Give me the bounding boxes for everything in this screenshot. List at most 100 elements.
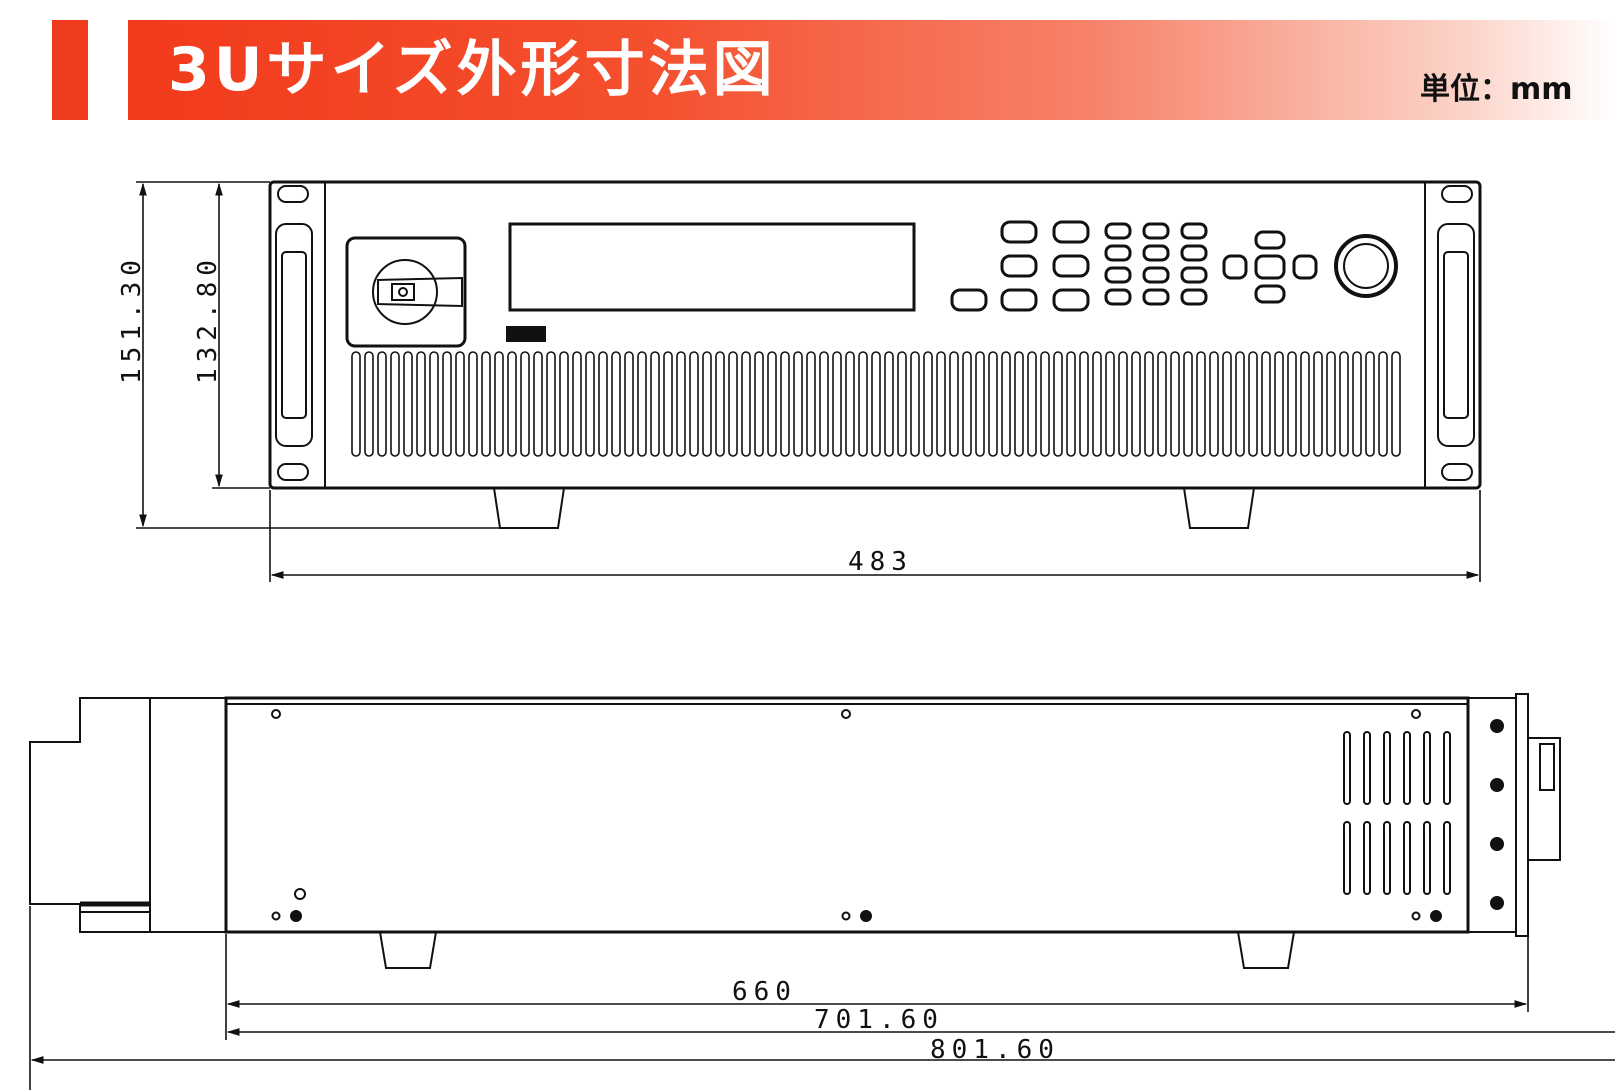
side-vent-slot: [1403, 821, 1411, 895]
side-vent-slot: [1443, 731, 1451, 805]
page-title: 3Uサイズ外形寸法図: [168, 35, 777, 105]
dim-width: 483: [848, 547, 913, 577]
vent-slot: [1066, 351, 1076, 457]
side-vent-slot: [1423, 821, 1431, 895]
vent-slot: [481, 351, 491, 457]
vent-slot: [520, 351, 530, 457]
dim-length-body: 660: [732, 977, 797, 1007]
side-foot-front: [379, 931, 437, 969]
left-rack-ear: [275, 185, 313, 481]
vent-slot: [715, 351, 725, 457]
vent-slot: [1313, 351, 1323, 457]
front-view: [268, 180, 1482, 529]
vent-slot: [1014, 351, 1024, 457]
vent-slot: [403, 351, 413, 457]
side-dimensions: [29, 906, 1615, 1090]
vent-slot: [936, 351, 946, 457]
vent-slot: [598, 351, 608, 457]
vent-slot: [546, 351, 556, 457]
side-vent-slot: [1423, 731, 1431, 805]
vent-slot: [1118, 351, 1128, 457]
vent-slot: [923, 351, 933, 457]
usb-port-icon: [506, 326, 546, 342]
vent-slot: [806, 351, 816, 457]
vent-slot: [1339, 351, 1349, 457]
vent-slot: [728, 351, 738, 457]
side-foot-rear: [1237, 931, 1295, 969]
vent-slot: [624, 351, 634, 457]
front-dimensions: [136, 181, 1481, 582]
vent-slot: [884, 351, 894, 457]
side-vent-slot: [1363, 731, 1371, 805]
side-body-outline: [224, 696, 1470, 934]
vent-slot: [663, 351, 673, 457]
dim-height-outer: 151.30: [117, 254, 147, 384]
vent-slot: [1274, 351, 1284, 457]
vent-slot: [1378, 351, 1388, 457]
vent-slot: [1105, 351, 1115, 457]
vent-slot: [572, 351, 582, 457]
vent-slot: [1300, 351, 1310, 457]
vent-slot: [858, 351, 868, 457]
side-front-block: [149, 697, 227, 933]
dim-height-inner: 132.80: [193, 254, 223, 384]
side-vent-slot: [1403, 731, 1411, 805]
vent-slot: [650, 351, 660, 457]
vent-slot: [819, 351, 829, 457]
vent-slot: [1040, 351, 1050, 457]
vent-slot: [533, 351, 543, 457]
side-vent-slot: [1363, 821, 1371, 895]
vent-slot: [1261, 351, 1271, 457]
title-accent-bar: [52, 20, 88, 120]
vent-slot: [1196, 351, 1206, 457]
side-handle-outline: [29, 697, 150, 933]
vent-slot: [468, 351, 478, 457]
vent-slot: [442, 351, 452, 457]
title-banner: 3Uサイズ外形寸法図: [128, 20, 1615, 120]
vent-slot: [1027, 351, 1037, 457]
vent-slot: [1287, 351, 1297, 457]
side-vent-slot: [1443, 821, 1451, 895]
vent-slot: [793, 351, 803, 457]
front-chassis-outline: [268, 180, 1482, 490]
front-foot-left: [493, 487, 565, 529]
vent-slot: [832, 351, 842, 457]
vent-slot: [1053, 351, 1063, 457]
vent-slot: [507, 351, 517, 457]
side-view: [29, 693, 1561, 969]
vent-slot: [1131, 351, 1141, 457]
vent-slot: [637, 351, 647, 457]
vent-slot: [1235, 351, 1245, 457]
vent-slot: [741, 351, 751, 457]
vent-slot: [845, 351, 855, 457]
vent-slot: [1183, 351, 1193, 457]
vent-slot: [1157, 351, 1167, 457]
vent-slot: [754, 351, 764, 457]
front-vent-grille: [351, 351, 1401, 457]
vent-slot: [351, 351, 361, 457]
vent-slot: [1001, 351, 1011, 457]
display-window: [508, 222, 916, 312]
vent-slot: [988, 351, 998, 457]
vent-slot: [585, 351, 595, 457]
vent-slot: [1144, 351, 1154, 457]
power-switch-icon: [345, 236, 467, 348]
side-rear-panel: [1467, 697, 1517, 933]
vent-slot: [559, 351, 569, 457]
vent-slot: [676, 351, 686, 457]
vent-slot: [416, 351, 426, 457]
vent-slot: [1092, 351, 1102, 457]
vent-slot: [780, 351, 790, 457]
side-vent-slot: [1383, 731, 1391, 805]
vent-slot: [1248, 351, 1258, 457]
rotary-knob-icon: [1334, 234, 1398, 298]
vent-slot: [1170, 351, 1180, 457]
vent-slot: [871, 351, 881, 457]
vent-slot: [962, 351, 972, 457]
vent-slot: [494, 351, 504, 457]
vent-slot: [897, 351, 907, 457]
front-foot-right: [1183, 487, 1255, 529]
vent-slot: [611, 351, 621, 457]
vent-slot: [455, 351, 465, 457]
vent-slot: [949, 351, 959, 457]
